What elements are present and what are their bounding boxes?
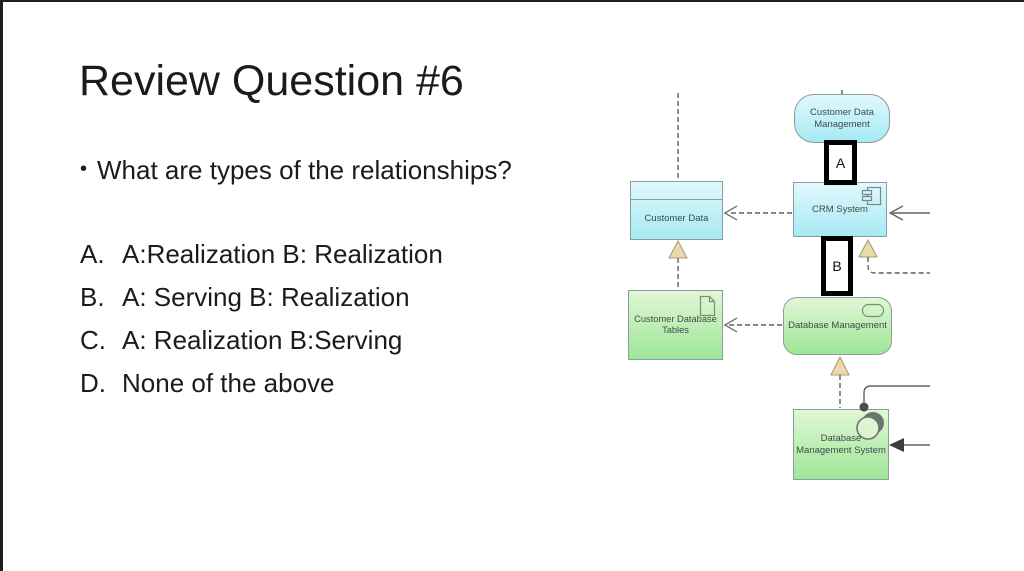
node-customer-data-management: Customer Data Management bbox=[794, 94, 890, 143]
option-d: D. None of the above bbox=[80, 362, 443, 405]
option-a-label: A. bbox=[80, 239, 105, 269]
option-d-label: D. bbox=[80, 368, 106, 398]
option-d-text: None of the above bbox=[122, 368, 335, 398]
option-b: B. A: Serving B: Realization bbox=[80, 276, 443, 319]
answer-options: A. A:Realization B: Realization B. A: Se… bbox=[80, 233, 443, 405]
filled-arrowhead-dbms bbox=[889, 438, 904, 452]
service-icon bbox=[861, 303, 885, 318]
option-c-label: C. bbox=[80, 325, 106, 355]
node-crm-system-label: CRM System bbox=[812, 203, 868, 215]
node-customer-data: Customer Data bbox=[630, 181, 723, 240]
realization-arrowhead-customer-data bbox=[668, 239, 688, 259]
node-customer-data-label: Customer Data bbox=[644, 212, 709, 224]
assignment-line-dbms bbox=[863, 385, 930, 404]
node-customer-database-tables: Customer Database Tables bbox=[628, 290, 723, 360]
question-text: What are types of the relationships? bbox=[97, 154, 512, 185]
open-arrowhead-tables bbox=[723, 317, 738, 333]
node-database-management-system-label: Database Management System bbox=[796, 433, 886, 456]
option-b-text: A: Serving B: Realization bbox=[122, 282, 410, 312]
relationship-b-label: B bbox=[832, 258, 842, 274]
slide-left-border bbox=[0, 0, 3, 571]
node-database-management-system: Database Management System bbox=[793, 409, 889, 480]
option-a-text: A:Realization B: Realization bbox=[122, 239, 443, 269]
relationship-a-label: A bbox=[835, 154, 846, 171]
page-title: Review Question #6 bbox=[79, 57, 464, 105]
node-database-management-label: Database Management bbox=[788, 320, 887, 332]
open-arrowhead-customer-data bbox=[723, 205, 738, 221]
data-object-header bbox=[631, 182, 722, 200]
realization-arrowhead-crm bbox=[858, 238, 878, 258]
node-crm-system: CRM System bbox=[793, 182, 887, 237]
option-c: C. A: Realization B:Serving bbox=[80, 319, 443, 362]
option-b-label: B. bbox=[80, 282, 105, 312]
slide-top-border bbox=[0, 0, 1024, 2]
option-c-text: A: Realization B:Serving bbox=[122, 325, 403, 355]
relationship-box-b: B bbox=[821, 236, 853, 296]
open-arrowhead-crm bbox=[888, 205, 904, 221]
relationship-box-a: A bbox=[824, 140, 857, 185]
bullet-icon: • bbox=[80, 157, 88, 180]
node-database-management: Database Management bbox=[783, 297, 892, 355]
realization-line-crm-right bbox=[867, 257, 930, 274]
realization-arrowhead-dbm bbox=[830, 355, 850, 376]
node-customer-database-tables-label: Customer Database Tables bbox=[634, 313, 717, 335]
option-a: A. A:Realization B: Realization bbox=[80, 233, 443, 276]
question-bullet: • What are types of the relationships? bbox=[80, 153, 512, 187]
node-customer-data-management-label: Customer Data Management bbox=[810, 107, 874, 130]
